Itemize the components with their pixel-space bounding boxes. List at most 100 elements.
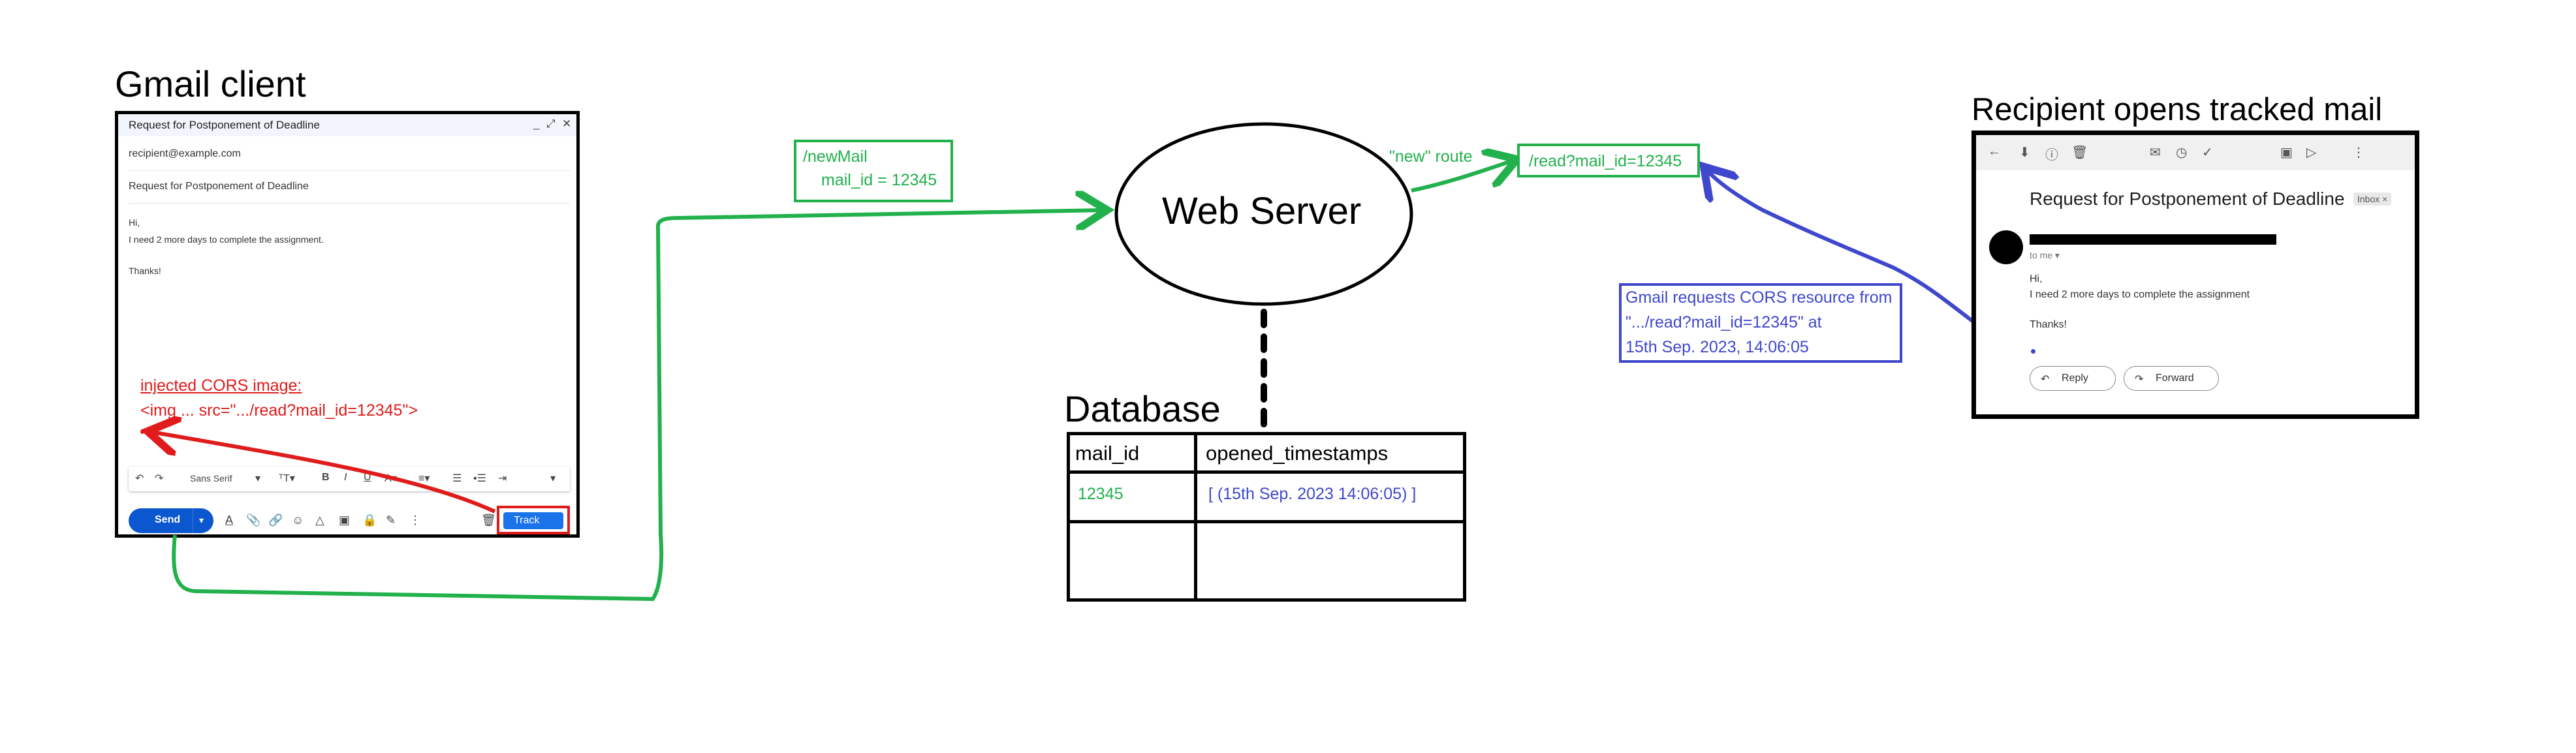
discard-icon[interactable]: 🗑 — [481, 514, 496, 527]
track-button[interactable]: Track — [503, 512, 563, 529]
reply-button[interactable]: ↶ Reply — [2030, 366, 2116, 391]
table-cell-mail-id: 12345 — [1078, 485, 1123, 503]
bold-icon[interactable]: B — [322, 472, 330, 483]
snooze-icon[interactable]: ◷ — [2176, 146, 2188, 160]
drive-icon[interactable]: △ — [315, 514, 324, 527]
photo-icon[interactable]: ▣ — [339, 514, 351, 527]
archive-icon[interactable]: ⬇ — [2019, 146, 2030, 160]
close-icon[interactable]: ✕ — [562, 117, 572, 130]
to-field-value: recipient@example.com — [129, 148, 241, 159]
compose-body-line: Thanks! — [129, 266, 161, 276]
compose-titlebar: Request for Postponement of Deadline _ ⤢… — [118, 114, 576, 136]
indent-icon[interactable]: ⇥ — [498, 473, 507, 484]
red-inject-arrow — [151, 432, 496, 514]
font-select[interactable]: Sans Serif — [190, 473, 232, 484]
cors-request-line: Gmail requests CORS resource from — [1626, 288, 1893, 307]
signature-icon[interactable]: ✎ — [386, 514, 396, 527]
recipient-title: Recipient opens tracked mail — [1971, 92, 2383, 127]
delete-icon[interactable]: 🗑 — [2071, 146, 2088, 160]
more-icon[interactable]: ⋮ — [2352, 146, 2365, 160]
send-label: Send — [155, 514, 181, 525]
web-server-label: Web Server — [1162, 190, 1362, 232]
inbox-badge[interactable]: Inbox × — [2353, 192, 2392, 206]
read-route-label: /read?mail_id=12345 — [1529, 152, 1682, 170]
newmail-id: mail_id = 12345 — [821, 171, 937, 189]
recipient-mail-window: ← ⬇ ⓘ 🗑 ✉ ◷ ✓ ▣ ▷ ⋮ Request for Postpone… — [1971, 131, 2419, 419]
report-spam-icon[interactable]: ⓘ — [2045, 148, 2058, 162]
gmail-client-title: Gmail client — [115, 63, 306, 104]
emoji-icon[interactable]: ☺ — [292, 514, 304, 527]
compose-body-line: I need 2 more days to complete the assig… — [129, 234, 324, 245]
align-icon[interactable]: ≡▾ — [418, 473, 430, 484]
forward-icon: ↷ — [2135, 374, 2144, 385]
avatar — [1989, 230, 2023, 264]
forward-label: Forward — [2156, 373, 2194, 384]
label-icon[interactable]: ▷ — [2306, 146, 2317, 160]
font-select-arrow-icon[interactable]: ▾ — [255, 473, 261, 484]
subject-field-value: Request for Postponement of Deadline — [129, 181, 309, 192]
underline-icon[interactable]: U — [364, 472, 371, 483]
redacted-sender — [2030, 234, 2276, 245]
track-highlight: Track — [497, 506, 570, 534]
mark-unread-icon[interactable]: ✉ — [2150, 146, 2161, 160]
read-route-box: /read?mail_id=12345 — [1517, 144, 1700, 177]
send-button[interactable]: Send ▾ — [129, 508, 213, 533]
to-field[interactable]: recipient@example.com — [129, 148, 570, 171]
table-divider — [1070, 520, 1463, 523]
schedule-send-icon[interactable]: ▾ — [199, 515, 204, 525]
cors-request-note: Gmail requests CORS resource from ".../r… — [1619, 283, 1902, 363]
new-route-label: "new" route — [1389, 147, 1473, 166]
confidential-icon[interactable]: 🔒 — [362, 514, 377, 527]
table-divider — [1070, 470, 1463, 474]
italic-icon[interactable]: I — [344, 472, 347, 483]
expand-icon[interactable]: ⤢ — [546, 117, 556, 130]
web-server-ellipse — [1114, 122, 1413, 306]
compose-body-line: Hi, — [129, 217, 140, 228]
injected-cors-label: injected CORS image: — [140, 376, 302, 395]
compose-window-title: Request for Postponement of Deadline — [129, 119, 320, 131]
bulleted-list-icon[interactable]: •☰ — [473, 473, 486, 484]
recipient-toolbar: ← ⬇ ⓘ 🗑 ✉ ◷ ✓ ▣ ▷ ⋮ — [1976, 135, 2415, 170]
gmail-compose-window: Request for Postponement of Deadline _ ⤢… — [115, 111, 580, 538]
database-table: mail_id opened_timestamps 12345 [ (15th … — [1067, 432, 1466, 602]
to-me-dropdown[interactable]: to me ▾ — [2030, 250, 2060, 260]
column-header-opened-timestamps: opened_timestamps — [1206, 442, 1389, 465]
undo-icon[interactable]: ↶ — [135, 473, 144, 484]
back-icon[interactable]: ← — [1988, 144, 2001, 159]
column-header-mail-id: mail_id — [1075, 442, 1140, 465]
track-label: Track — [514, 515, 540, 526]
recipient-subject: Request for Postponement of Deadline — [2030, 189, 2345, 209]
table-divider — [1194, 435, 1197, 598]
recipient-body-line: Hi, — [2030, 273, 2043, 284]
database-title: Database — [1064, 388, 1221, 429]
newmail-route: /newMail — [803, 147, 868, 166]
cors-request-line: 15th Sep. 2023, 14:06:05 — [1626, 338, 1809, 356]
tracking-pixel — [2031, 349, 2035, 354]
green-route-arrow — [1411, 161, 1513, 192]
newmail-request-box: /newMail mail_id = 12345 — [794, 140, 953, 202]
reply-icon: ↶ — [2041, 374, 2050, 385]
formatting-options-icon[interactable]: A — [225, 514, 234, 527]
more-options-icon[interactable]: ⋮ — [409, 514, 421, 527]
blue-cors-arrow — [1706, 170, 2021, 354]
more-formatting-icon[interactable]: ▾ — [550, 473, 556, 484]
font-size-icon[interactable]: ᵀT▾ — [279, 473, 295, 484]
minimize-icon[interactable]: _ — [533, 117, 540, 130]
formatting-toolbar: ↶ ↷ Sans Serif ▾ ᵀT▾ B I U A▾ ≡▾ ☰ •☰ ⇥ … — [129, 467, 570, 491]
green-newmail-arrow — [172, 210, 1103, 602]
link-icon[interactable]: 🔗 — [268, 514, 283, 527]
attach-icon[interactable]: 📎 — [246, 514, 261, 527]
subject-field[interactable]: Request for Postponement of Deadline — [129, 181, 570, 204]
numbered-list-icon[interactable]: ☰ — [452, 473, 462, 484]
forward-button[interactable]: ↷ Forward — [2124, 366, 2219, 391]
cors-request-line: ".../read?mail_id=12345" at — [1626, 313, 1822, 331]
redo-icon[interactable]: ↷ — [155, 473, 164, 484]
reply-label: Reply — [2062, 373, 2088, 384]
injected-cors-code: <img ... src=".../read?mail_id=12345"> — [140, 401, 418, 420]
add-task-icon[interactable]: ✓ — [2202, 146, 2213, 160]
table-cell-timestamps: [ (15th Sep. 2023 14:06:05) ] — [1208, 485, 1417, 503]
recipient-body-line: I need 2 more days to complete the assig… — [2030, 289, 2250, 300]
move-to-icon[interactable]: ▣ — [2280, 146, 2293, 160]
recipient-body-line: Thanks! — [2030, 319, 2067, 330]
